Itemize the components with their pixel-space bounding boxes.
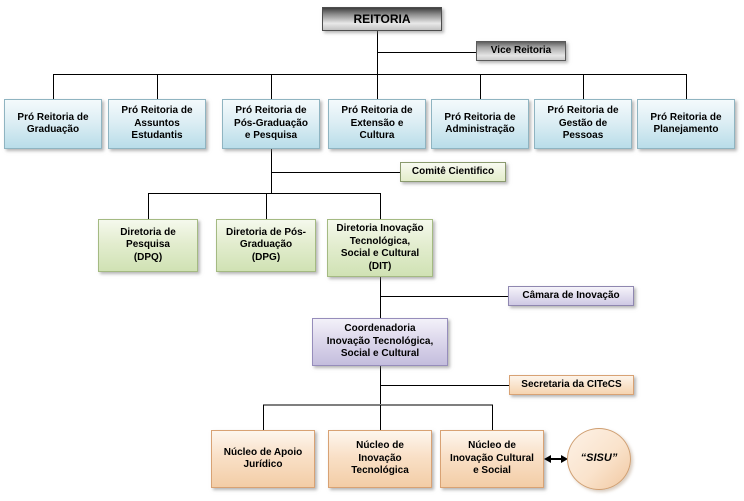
connector	[263, 405, 264, 430]
connector	[380, 277, 381, 318]
connector	[148, 193, 149, 219]
connector	[380, 405, 381, 430]
node-nucleo-apoio-juridico: Núcleo de Apoio Jurídico	[211, 430, 315, 488]
node-diretoria-inovacao-dit: Diretoria Inovação Tecnológica, Social e…	[327, 219, 433, 277]
node-pro-reitoria-extensao: Pró Reitoria de Extensão e Cultura	[328, 99, 426, 149]
node-pro-reitoria-pos-graduacao: Pró Reitoria de Pós-Graduação e Pesquisa	[222, 99, 320, 149]
node-diretoria-pesquisa-dpq: Diretoria de Pesquisa (DPQ)	[98, 219, 198, 272]
connector	[271, 74, 272, 99]
node-pro-reitoria-planejamento: Pró Reitoria de Planejamento	[637, 99, 735, 149]
connector	[263, 404, 493, 406]
connector	[480, 74, 481, 99]
node-pro-reitoria-gestao-pessoas: Pró Reitoria de Gestão de Pessoas	[534, 99, 632, 149]
connector	[271, 172, 400, 173]
node-pro-reitoria-administracao: Pró Reitoria de Administração	[431, 99, 529, 149]
connector	[377, 74, 378, 99]
node-sisu: “SISU”	[567, 428, 631, 490]
connector	[492, 405, 493, 430]
node-pro-reitoria-graduacao: Pró Reitoria de Graduação	[4, 99, 102, 149]
connector	[380, 296, 508, 297]
node-pro-reitoria-assuntos-estudantis: Pró Reitoria de Assuntos Estudantis	[108, 99, 206, 149]
connector	[266, 193, 267, 219]
connector	[583, 74, 584, 99]
node-comite-cientifico: Comitê Cientifico	[400, 162, 506, 182]
node-vice-reitoria: Vice Reitoria	[476, 41, 566, 61]
node-secretaria-citecs: Secretaria da CITeCS	[509, 375, 634, 395]
node-camara-inovacao: Câmara de Inovação	[508, 286, 634, 306]
connector	[377, 52, 476, 53]
node-nucleo-inovacao-tecnologica: Núcleo de Inovação Tecnológica	[328, 430, 432, 488]
node-reitoria: REITORIA	[322, 7, 442, 31]
connector	[157, 74, 158, 99]
connector	[271, 149, 272, 193]
node-nucleo-inovacao-cultural-social: Núcleo de Inovação Cultural e Social	[440, 430, 544, 488]
double-arrow-icon	[544, 455, 568, 463]
node-coordenadoria-citecs: Coordenadoria Inovação Tecnológica, Soci…	[312, 318, 448, 366]
connector	[53, 74, 54, 99]
node-diretoria-pos-graduacao-dpg: Diretoria de Pós- Graduação (DPG)	[216, 219, 316, 272]
connector	[148, 193, 381, 194]
connector	[380, 385, 509, 386]
connector	[380, 193, 381, 219]
connector	[686, 74, 687, 99]
connector	[53, 74, 687, 75]
